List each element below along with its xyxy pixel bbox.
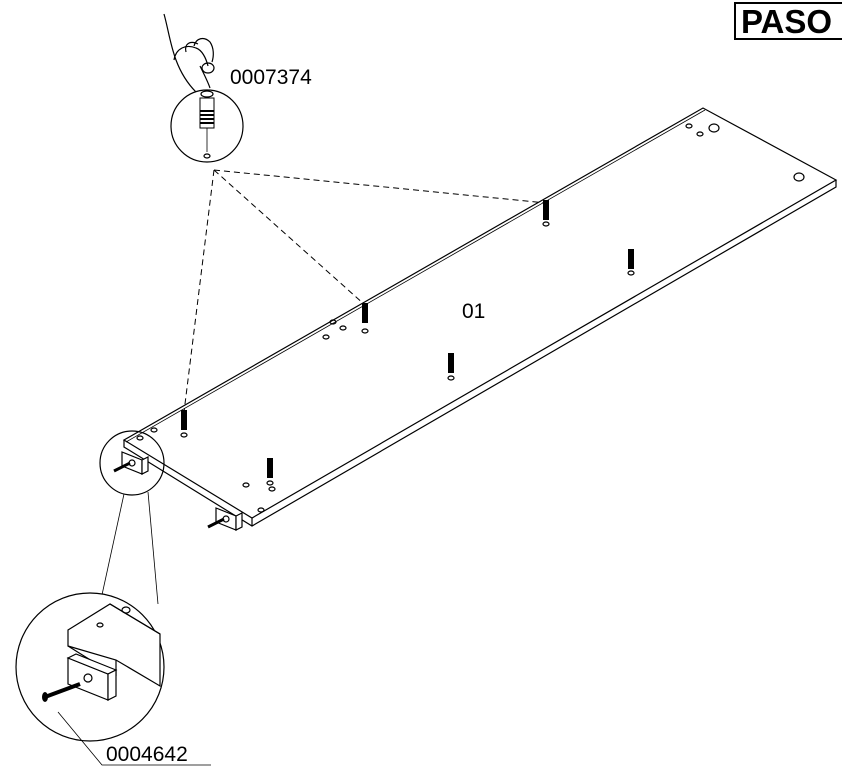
brackets xyxy=(113,451,243,531)
hand-icon xyxy=(163,13,215,98)
dowel-leader-lines xyxy=(183,169,547,413)
bracket-detail xyxy=(15,592,211,766)
dowel-icon xyxy=(627,249,635,276)
screw-icon xyxy=(42,682,81,702)
dowel-icon xyxy=(542,200,550,227)
dowel-part-code: 0007374 xyxy=(230,66,312,89)
screw-part-code: 0004642 xyxy=(106,743,188,766)
dowel-icon xyxy=(447,353,455,381)
bracket-icon xyxy=(113,451,149,475)
dowels xyxy=(180,200,635,486)
dowel-icon xyxy=(361,303,369,334)
step-label: PASO xyxy=(734,2,842,40)
dowel-icon xyxy=(266,458,274,486)
panel-part-code: 01 xyxy=(462,300,485,323)
dowel-detail xyxy=(163,13,244,163)
corner-detail-marker xyxy=(99,430,165,605)
panel-holes xyxy=(136,123,805,513)
panel-01 xyxy=(122,107,838,527)
bracket-icon xyxy=(207,507,243,531)
dowel-icon xyxy=(180,410,188,438)
